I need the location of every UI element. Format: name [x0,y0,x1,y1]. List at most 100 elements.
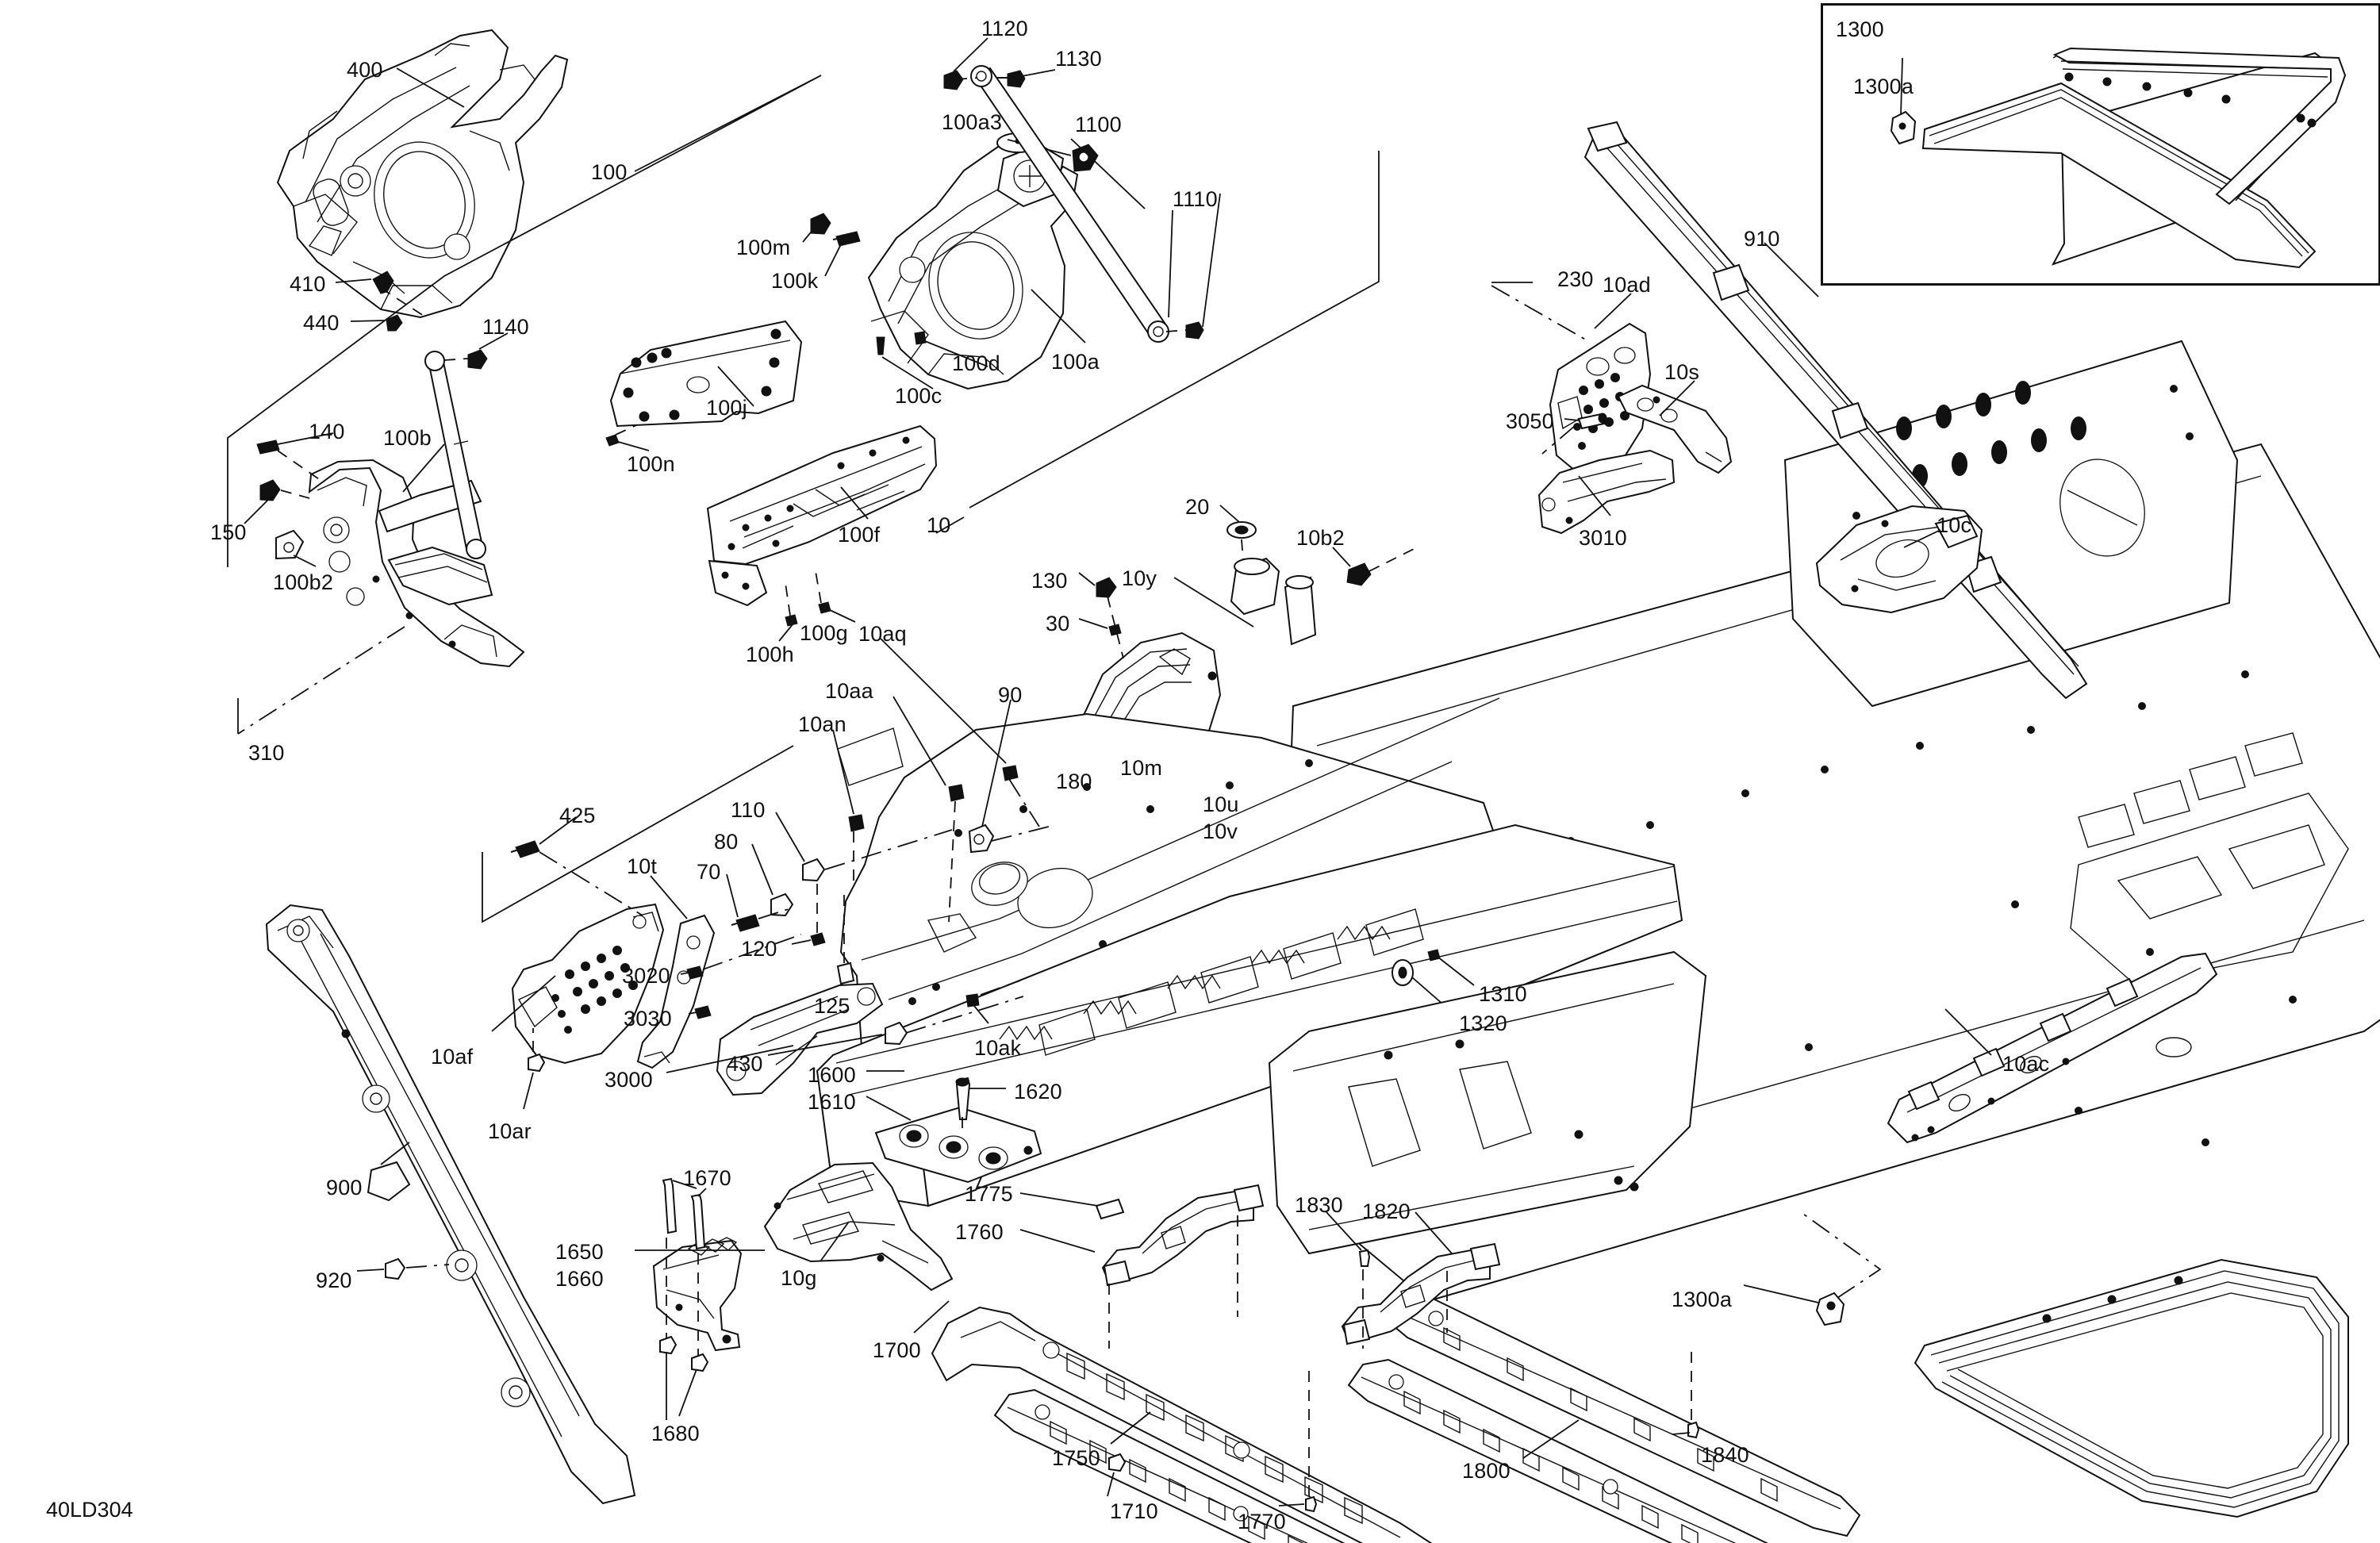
callout-3010: 3010 [1579,526,1627,550]
callout-100m: 100m [736,236,791,259]
inset-title-1300: 1300 [1836,17,1884,41]
callout-1320: 1320 [1459,1011,1507,1035]
callout-1120: 1120 [981,17,1028,40]
callout-1750: 1750 [1052,1446,1100,1470]
callout-100d: 100d [952,351,1000,375]
part-100f-panel [706,424,938,607]
callout-1670: 1670 [683,1166,731,1190]
callout-440: 440 [303,311,340,335]
callout-3000: 3000 [605,1068,653,1092]
callout-900: 900 [326,1176,363,1199]
callout-100b: 100b [383,426,432,450]
callout-1760: 1760 [955,1220,1004,1244]
part-100a-front-frame [867,132,1079,390]
callout-10c: 10c [1937,513,1972,537]
part-1100-rod [970,65,1169,343]
callout-10af: 10af [431,1045,474,1069]
callout-10ac: 10ac [2002,1052,2050,1076]
callout-100a: 100a [1051,350,1100,374]
callout-1650: 1650 [555,1240,604,1264]
callout-10: 10 [927,513,951,537]
callout-100g: 100g [800,621,848,645]
callout-1840: 1840 [1701,1443,1749,1467]
callout-3050: 3050 [1506,409,1554,433]
part-3010-arm [1537,449,1676,535]
part-1760-bracket [1101,1184,1265,1287]
callout-1770: 1770 [1238,1510,1286,1533]
callout-20: 20 [1185,495,1210,519]
callout-100: 100 [591,160,628,184]
part-3000-arm [716,982,884,1096]
part-100b-lower-frame [308,459,525,668]
part-1800b-rail [1387,1295,1861,1537]
callout-425: 425 [559,804,596,827]
callout-10ad: 10ad [1603,273,1651,297]
inset-box-1300: 1300 1300a [1821,3,2380,286]
callout-10ar: 10ar [488,1119,532,1143]
part-10-tunnel-top [1284,340,2380,1303]
callout-400: 400 [347,58,383,82]
callout-1600: 1600 [808,1063,856,1087]
callout-10b2: 10b2 [1296,526,1345,550]
callout-1680: 1680 [651,1422,700,1445]
callout-100f: 100f [838,523,881,547]
callout-10aa: 10aa [825,679,873,703]
part-1600-plate [874,1106,1042,1184]
callout-10g: 10g [781,1266,817,1290]
callout-100n: 100n [627,452,675,476]
callout-1140: 1140 [482,315,529,339]
callout-410: 410 [290,272,326,296]
part-10ad-bracket [1549,322,1652,479]
callout-1660: 1660 [555,1267,604,1291]
callout-1700: 1700 [873,1338,921,1362]
callout-90: 90 [998,683,1023,707]
callout-100j: 100j [706,396,747,420]
callout-1800: 1800 [1462,1459,1511,1483]
sheet-code: 40LD304 [46,1498,133,1522]
callout-1775: 1775 [965,1182,1013,1206]
part-1300-bumper-main [1914,1258,2349,1518]
callout-10m: 10m [1120,756,1163,780]
part-10-lower-rail [816,823,1683,1207]
callout-10y: 10y [1122,566,1157,590]
callout-150: 150 [210,520,247,544]
part-10s-link [1617,384,1733,474]
callout-100b2: 100b2 [273,570,334,594]
callout-1300a-main: 1300a [1672,1288,1733,1311]
callout-3020: 3020 [622,964,670,988]
callout-1710: 1710 [1110,1499,1158,1523]
callout-3030: 3030 [624,1007,672,1031]
inset-callout-1300a: 1300a [1853,75,1914,98]
part-10uv-arm [1157,844,1295,947]
callout-230: 230 [1557,267,1594,291]
callout-920: 920 [316,1269,352,1292]
part-10-front-tunnel [837,697,1501,1096]
callout-70: 70 [697,860,721,884]
callout-120: 120 [741,937,777,961]
part-1820-handle [1341,1242,1501,1345]
part-1700-running-board [931,1306,1433,1543]
callout-100h: 100h [746,643,794,666]
callout-430: 430 [727,1052,763,1076]
callout-10an: 10an [798,712,846,736]
callout-100a3: 100a3 [942,110,1003,134]
callout-1130: 1130 [1055,47,1102,71]
part-1800-rail [1347,1358,1768,1543]
callout-125: 125 [814,994,850,1018]
callout-180: 180 [1056,770,1092,793]
callout-1620: 1620 [1014,1080,1062,1104]
callout-10v: 10v [1203,819,1238,843]
callout-100k: 100k [771,269,819,293]
callout-1820: 1820 [1362,1199,1411,1223]
callout-140: 140 [309,420,345,443]
callout-10s: 10s [1664,360,1700,384]
part-10m-plate [1117,812,1188,865]
callout-10u: 10u [1203,793,1239,816]
callout-80: 80 [714,830,739,854]
callout-1610: 1610 [808,1090,856,1114]
callout-30: 30 [1046,612,1070,635]
callout-310: 310 [248,741,285,765]
part-1650-bracket [652,1237,743,1352]
callout-1310: 1310 [1479,982,1527,1006]
